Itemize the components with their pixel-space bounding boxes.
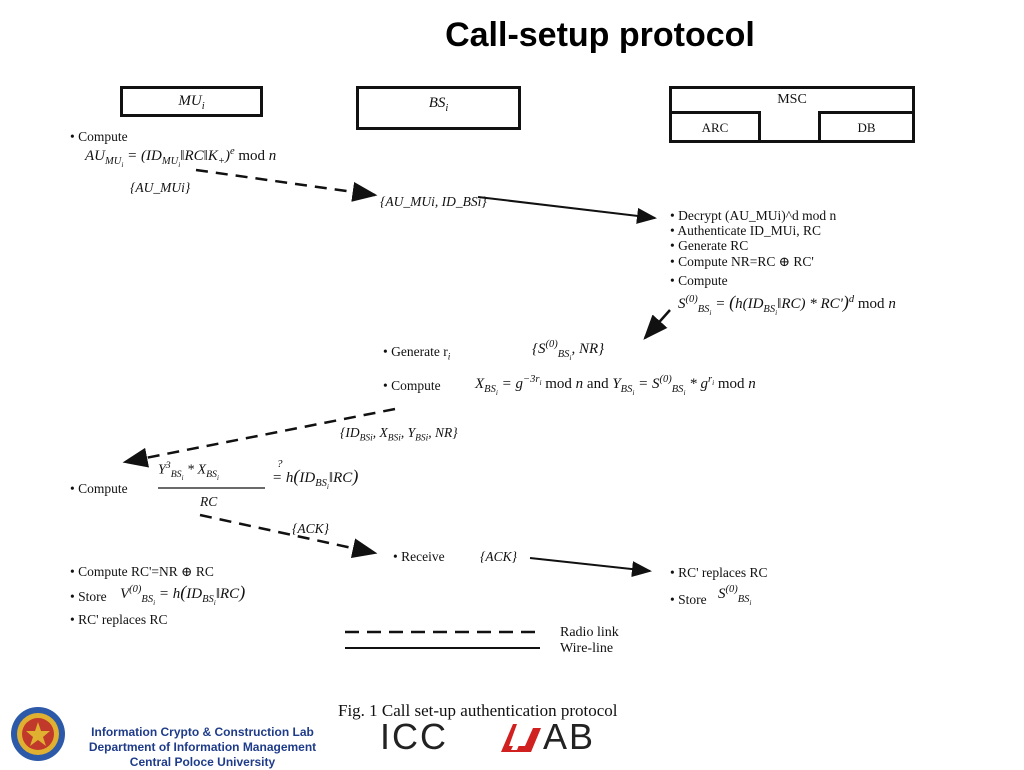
wire-arrow-bs-to-msc — [477, 196, 657, 224]
msc-step-authenticate: • Authenticate ID_MUi, RC — [670, 223, 821, 238]
bs-step-generate: • Generate ri — [383, 344, 451, 363]
bs-message-from-msc: {S(0)BSi, NR} — [532, 339, 605, 363]
university-seal-icon — [11, 707, 65, 761]
legend-wire-label: Wire-line — [560, 641, 614, 656]
msc-final-store: • Store — [670, 592, 707, 607]
bs-label: BS — [428, 95, 446, 111]
msc-step-decrypt: • Decrypt (AU_MUi)^d mod n — [670, 208, 837, 223]
mu-verify-denominator: RC — [200, 494, 218, 509]
logo-left-text: ICC — [380, 716, 448, 757]
bs-receive-bullet: • Receive — [393, 549, 445, 564]
mu-verify-bullet: • Compute — [70, 481, 128, 496]
logo-l-mark-icon — [501, 724, 541, 752]
msc-store-formula: S(0)BSi — [718, 584, 752, 608]
bs-box: BSi — [356, 86, 521, 130]
legend-radio-label: Radio link — [560, 625, 619, 640]
db-box: DB — [818, 111, 915, 143]
mu-verify-rhs: ?= h(IDBSi‖RC) — [272, 458, 359, 492]
bs-step-compute: • Compute — [383, 378, 441, 393]
logo-right-text: AB — [543, 716, 596, 757]
mu-label: MU — [178, 93, 202, 109]
radio-arrow-ack — [199, 513, 378, 558]
bs-forward-message: {AU_MUi, ID_BSi} — [380, 194, 487, 209]
mu-message-au: {AU_MUi} — [130, 180, 191, 195]
mu-compute-formula: AUMUi = (IDMUi‖RC‖K+)e mod n — [85, 146, 277, 170]
arc-label: ARC — [701, 120, 729, 135]
radio-arrow-bs-to-mu — [122, 407, 396, 468]
mu-ack-message: {ACK} — [292, 521, 330, 536]
wire-arrow-msc-to-bs — [643, 309, 671, 340]
mu-box: MUi — [120, 86, 263, 117]
msc-final-replace: • RC' replaces RC — [670, 565, 768, 580]
mu-compute-bullet: • Compute — [70, 129, 128, 144]
mu-final-store: • Store — [70, 589, 107, 604]
footer-line-2: Department of Information Management — [88, 740, 317, 754]
arc-box: ARC — [669, 111, 761, 143]
bs-receive-ack: {ACK} — [480, 549, 518, 564]
msc-label: MSC — [777, 92, 807, 107]
radio-arrow-mu-to-bs — [195, 168, 378, 202]
msc-step-compute: • Compute — [670, 273, 728, 288]
msc-step-compute-nr: • Compute NR=RC ⊕ RC' — [670, 254, 814, 269]
footer-line-1: Information Crypto & Construction Lab — [91, 725, 314, 739]
mu-verify-numerator: Y3BSi * XBSi — [158, 460, 219, 483]
figure-caption: Fig. 1 Call set-up authentication protoc… — [338, 701, 618, 720]
db-label: DB — [857, 120, 876, 135]
page-title: Call-setup protocol — [445, 16, 755, 54]
bs-formula: XBSi = g−3ri mod n and YBSi = S(0)BSi * … — [475, 374, 756, 398]
mu-final-compute: • Compute RC'=NR ⊕ RC — [70, 564, 214, 579]
footer-line-3: Central Poloce University — [129, 755, 276, 769]
mu-store-formula: V(0)BSi = h(IDBSi‖RC) — [120, 582, 246, 608]
msc-step-generate: • Generate RC — [670, 238, 749, 253]
footer-lab-name: Information Crypto & Construction Lab De… — [70, 725, 335, 770]
mu-final-replace: • RC' replaces RC — [70, 612, 168, 627]
msc-formula: S(0)BSi = (h(IDBSi‖RC) * RC')d mod n — [678, 292, 896, 318]
wire-arrow-ack-to-msc — [529, 557, 652, 578]
bs-message-to-mu: {IDBSi, XBSi, YBSi, NR} — [340, 425, 458, 444]
